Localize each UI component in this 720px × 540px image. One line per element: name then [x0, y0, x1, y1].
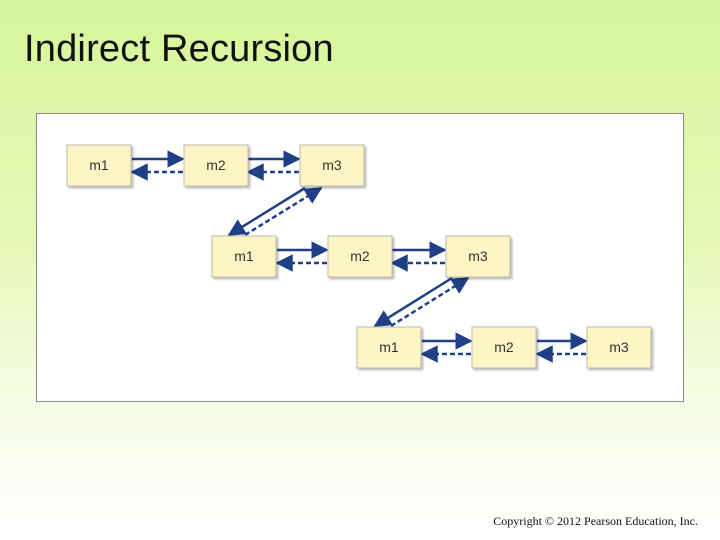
call-arrow-r1-m3-r2-m1 [227, 186, 306, 237]
method-box-r2-m3: m3 [445, 235, 511, 278]
diagram-panel: m1 m2 m3 m1 m2 m3 m1 m2 [36, 113, 684, 402]
method-label: m2 [494, 339, 514, 355]
method-label: m3 [468, 248, 488, 264]
method-box-r1-m3: m3 [299, 144, 365, 187]
method-label: m1 [234, 248, 254, 264]
method-box-r1-m1: m1 [66, 144, 132, 187]
method-label: m3 [609, 339, 629, 355]
return-arrow-r2-m1-r1-m3 [244, 186, 323, 237]
method-label: m2 [206, 157, 226, 173]
return-arrow-r3-m1-r2-m3 [390, 276, 470, 328]
method-box-r2-m1: m1 [211, 235, 277, 278]
call-diagram: m1 m2 m3 m1 m2 m3 m1 m2 [66, 144, 652, 369]
method-label: m3 [322, 157, 342, 173]
copyright-notice: Copyright © 2012 Pearson Education, Inc. [493, 514, 698, 528]
method-box-r3-m3: m3 [586, 326, 652, 369]
method-label: m1 [379, 339, 399, 355]
method-box-r3-m2: m2 [471, 326, 537, 369]
call-arrow-r2-m3-r3-m1 [373, 276, 453, 328]
method-label: m1 [89, 157, 109, 173]
slide-title: Indirect Recursion [24, 28, 334, 70]
method-box-r3-m1: m1 [356, 326, 422, 369]
method-label: m2 [350, 248, 370, 264]
method-box-r2-m2: m2 [327, 235, 393, 278]
method-box-r1-m2: m2 [183, 144, 249, 187]
